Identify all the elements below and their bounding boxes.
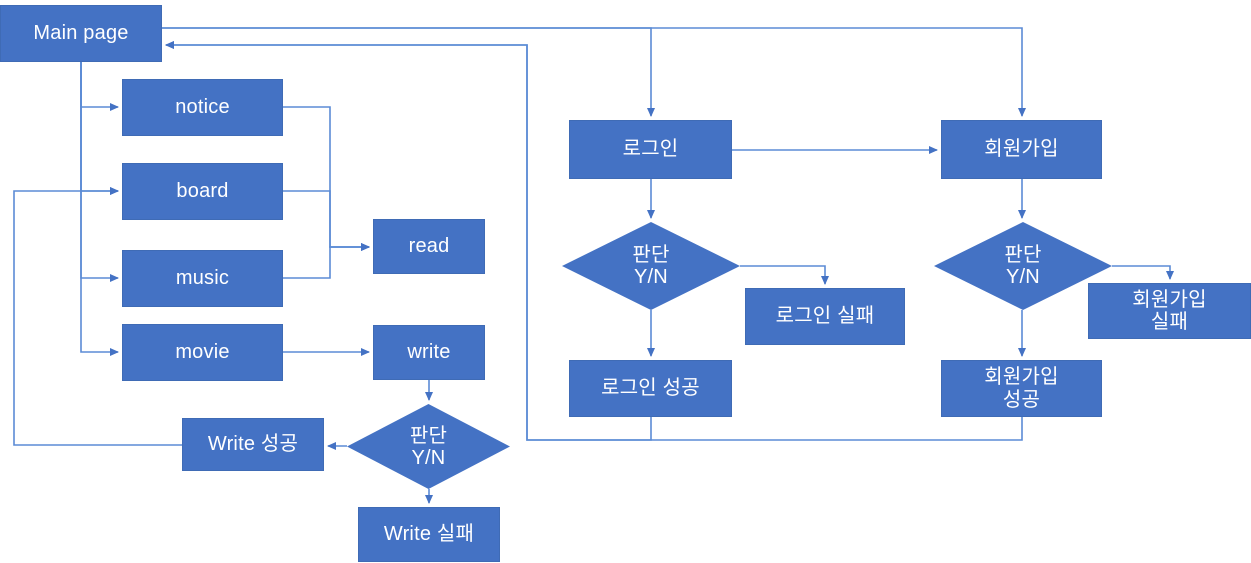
edge-main-to-movie — [80, 62, 119, 356]
node-signup[interactable]: 회원가입 — [941, 120, 1102, 179]
node-write[interactable]: write — [373, 325, 485, 380]
node-login-success[interactable]: 로그인 성공 — [569, 360, 732, 417]
node-write-success[interactable]: Write 성공 — [182, 418, 324, 471]
node-login-decision-label: 판단 Y/N — [632, 244, 670, 288]
node-login-decision[interactable]: 판단 Y/N — [562, 222, 740, 310]
edge-judge-to-login-fail — [740, 265, 829, 285]
node-signup-label: 회원가입 — [984, 138, 1059, 161]
node-signup-decision[interactable]: 판단 Y/N — [934, 222, 1112, 310]
edge-main-to-notice — [80, 62, 119, 111]
node-read[interactable]: read — [373, 219, 485, 274]
node-write-fail[interactable]: Write 실패 — [358, 507, 500, 562]
node-notice-label: notice — [175, 96, 230, 119]
node-main-page-label: Main page — [33, 22, 129, 45]
node-signup-success-label: 회원가입 성공 — [984, 366, 1059, 411]
edge-main-to-board — [80, 62, 119, 195]
node-board-label: board — [176, 180, 229, 203]
node-write-decision[interactable]: 판단 Y/N — [347, 404, 510, 489]
node-notice[interactable]: notice — [122, 79, 283, 136]
node-signup-success[interactable]: 회원가입 성공 — [941, 360, 1102, 417]
edge-music-to-read — [283, 243, 370, 279]
node-movie-label: movie — [175, 341, 230, 364]
node-movie[interactable]: movie — [122, 324, 283, 381]
node-signup-decision-label: 판단 Y/N — [1004, 244, 1042, 288]
node-write-decision-label: 판단 Y/N — [409, 424, 448, 469]
node-login-success-label: 로그인 성공 — [601, 377, 700, 400]
node-login-fail[interactable]: 로그인 실패 — [745, 288, 905, 345]
node-signup-fail[interactable]: 회원가입 실패 — [1088, 283, 1251, 339]
node-write-success-label: Write 성공 — [207, 433, 299, 456]
edge-judge-to-signup-fail — [1112, 265, 1174, 280]
node-signup-fail-label: 회원가입 실패 — [1132, 288, 1207, 333]
edge-board-to-read — [283, 190, 370, 251]
node-login-fail-label: 로그인 실패 — [775, 305, 875, 328]
node-login-label: 로그인 — [622, 138, 679, 161]
node-music-label: music — [175, 267, 230, 290]
edge-main-to-music — [80, 62, 119, 282]
node-music[interactable]: music — [122, 250, 283, 307]
node-main-page[interactable]: Main page — [0, 5, 162, 62]
node-read-label: read — [408, 235, 450, 258]
edge-main-to-signup — [162, 27, 1026, 117]
edge-notice-to-read — [283, 106, 370, 251]
node-write-fail-label: Write 실패 — [383, 523, 475, 546]
node-login[interactable]: 로그인 — [569, 120, 732, 179]
node-board[interactable]: board — [122, 163, 283, 220]
edge-write-success-to-board — [13, 187, 182, 446]
node-write-label: write — [407, 341, 451, 364]
